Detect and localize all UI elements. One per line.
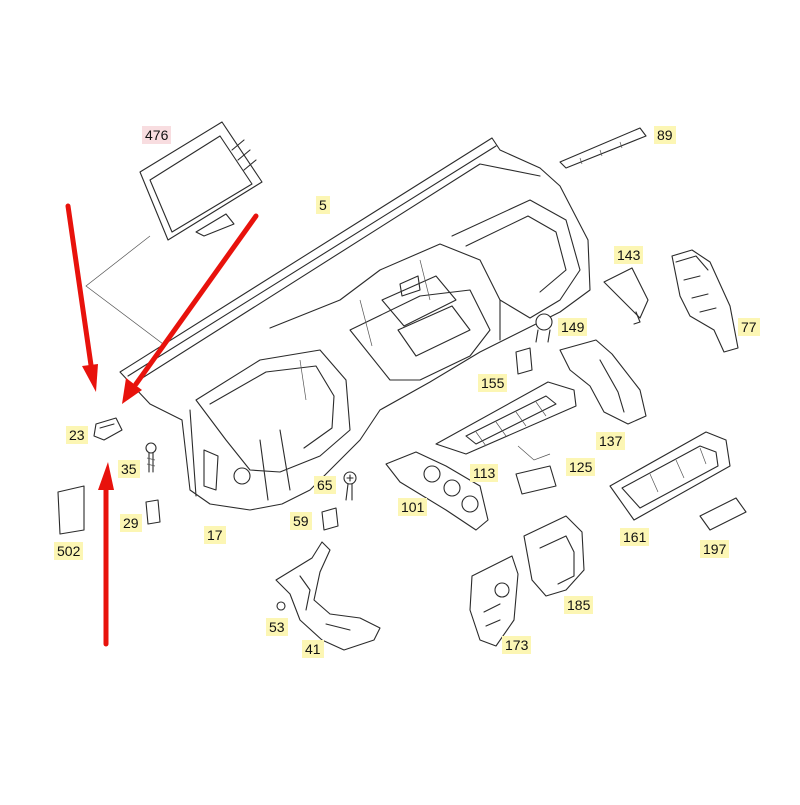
part-label-77[interactable]: 77 (738, 318, 760, 336)
red-arrow-left-down (65, 203, 95, 375)
part-65-screw (343, 471, 357, 501)
part-35-screw (145, 442, 157, 473)
part-label-41[interactable]: 41 (302, 640, 324, 658)
part-label-53[interactable]: 53 (266, 618, 288, 636)
part-label-17[interactable]: 17 (204, 526, 226, 544)
part-label-197[interactable]: 197 (700, 540, 730, 558)
red-arrows (65, 203, 259, 647)
part-53-clip (276, 601, 286, 611)
part-59-clip (321, 507, 339, 531)
part-label-502[interactable]: 502 (54, 542, 84, 560)
part-label-161[interactable]: 161 (620, 528, 650, 546)
part-label-137[interactable]: 137 (596, 432, 626, 450)
part-label-101[interactable]: 101 (398, 498, 428, 516)
part-173-switch-panel (469, 555, 519, 647)
part-101-bezel (385, 451, 489, 531)
part-137-housing (559, 339, 647, 425)
part-label-173[interactable]: 173 (502, 636, 532, 654)
part-label-23[interactable]: 23 (66, 426, 88, 444)
part-label-65[interactable]: 65 (314, 476, 336, 494)
part-149-knob (535, 313, 553, 343)
part-label-29[interactable]: 29 (120, 514, 142, 532)
part-23-clip (93, 417, 123, 441)
part-89-trim-strip (559, 127, 647, 169)
part-125-tray (515, 445, 557, 495)
part-label-89[interactable]: 89 (654, 126, 676, 144)
red-arrow-diagonal (133, 213, 259, 387)
part-5-dashboard (119, 137, 591, 511)
red-arrow-diagonal-head (122, 378, 142, 404)
part-155-switch (515, 347, 533, 375)
part-label-35[interactable]: 35 (118, 460, 140, 478)
part-197-cover-plate (699, 497, 747, 531)
part-label-125[interactable]: 125 (566, 458, 596, 476)
part-label-476[interactable]: 476 (142, 126, 172, 144)
part-label-113[interactable]: 113 (470, 464, 499, 482)
part-label-59[interactable]: 59 (290, 512, 312, 530)
part-label-143[interactable]: 143 (614, 246, 644, 264)
part-143-cover (603, 267, 649, 325)
part-502-sheet (57, 485, 85, 535)
part-label-185[interactable]: 185 (564, 596, 594, 614)
part-41-bracket (275, 541, 381, 651)
red-arrow-left-down-head (82, 364, 98, 392)
part-label-149[interactable]: 149 (558, 318, 588, 336)
part-77-bracket (671, 249, 739, 353)
part-185-center-trim (523, 515, 585, 597)
part-29-clip (145, 499, 161, 525)
part-113-vent-panel (435, 381, 577, 455)
red-arrow-up-head (98, 462, 114, 490)
part-161-vent-rail (609, 431, 731, 521)
part-label-5[interactable]: 5 (316, 196, 330, 214)
part-label-155[interactable]: 155 (478, 374, 508, 392)
